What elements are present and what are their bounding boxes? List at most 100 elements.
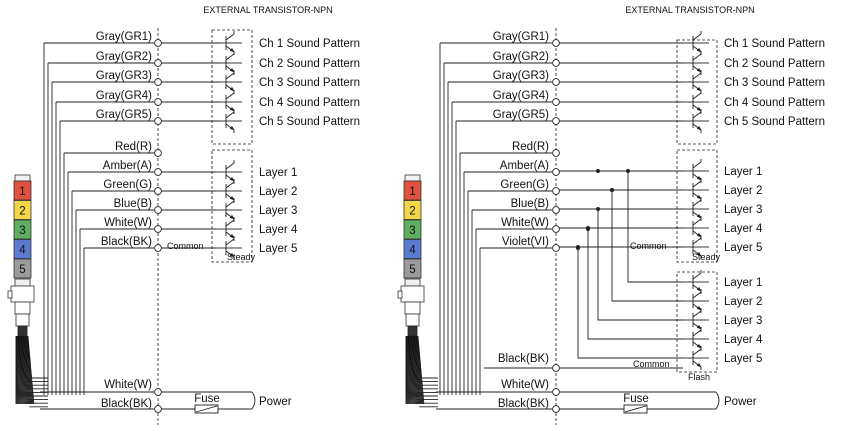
sound-pattern-label: Ch 3 Sound Pattern	[259, 77, 360, 89]
sound-transistor	[216, 31, 242, 55]
emitter-arrow	[696, 213, 702, 219]
cable-strand	[411, 335, 415, 405]
tower-base	[10, 285, 35, 303]
flash-branch-wire	[597, 209, 683, 321]
emitter-arrow	[696, 86, 702, 92]
emitter-arrow	[229, 86, 235, 92]
power-wire-label: Black(BK)	[101, 398, 152, 410]
tower-cable-gland	[407, 325, 418, 337]
emitter-arrow	[696, 232, 702, 238]
light-wire-terminal	[154, 225, 162, 233]
cable-strand	[407, 335, 410, 405]
sound-transistor	[683, 70, 709, 94]
emitter-arrow	[696, 175, 702, 181]
tower-tier-3	[13, 219, 32, 240]
junction-dot	[576, 246, 580, 250]
transistor-collector	[692, 291, 702, 299]
layer-label: Layer 3	[259, 205, 297, 217]
emitter-arrow	[696, 324, 702, 330]
tower-mount-lower	[15, 313, 30, 327]
layer-label: Layer 5	[259, 243, 297, 255]
sound-wire-terminal	[154, 98, 162, 106]
power-source-symbol	[715, 391, 720, 410]
emitter-arrow	[696, 106, 702, 112]
layer-transistor	[216, 160, 242, 184]
layer-transistor	[216, 236, 242, 260]
power-terminal	[154, 388, 162, 396]
sound-pattern-label: Ch 1 Sound Pattern	[259, 38, 360, 50]
emitter-arrow	[229, 214, 235, 220]
transistor-collector	[692, 53, 702, 61]
sound-wire-terminal	[552, 117, 560, 125]
steady-label: Steady	[227, 252, 256, 262]
flash-layer-label: Layer 1	[724, 277, 762, 289]
sound-pattern-label: Ch 4 Sound Pattern	[259, 97, 360, 109]
tower-tier-2	[403, 200, 422, 220]
tower-tier-label: 1	[409, 186, 415, 198]
tower-base-tab	[7, 290, 13, 299]
tower-tier-3	[403, 219, 422, 240]
cable-strand	[409, 335, 413, 405]
flash-transistor	[683, 308, 709, 332]
tower-cap	[404, 174, 421, 182]
diagram-title: EXTERNAL TRANSISTOR-NPN	[625, 5, 754, 15]
flash-branch-wire	[577, 247, 683, 359]
flash-layer-label: Layer 4	[724, 334, 763, 346]
tower-tier-1	[403, 180, 422, 201]
transistor-collector	[692, 111, 702, 119]
sound-transistor	[216, 70, 242, 94]
power-terminal	[552, 388, 560, 396]
flash-label: Flash	[688, 372, 710, 382]
common-steady-label: Common	[630, 241, 667, 251]
sound-transistor	[683, 31, 709, 55]
fuse-label: Fuse	[623, 393, 649, 405]
fuse-element	[624, 405, 647, 413]
sound-wire-label: Gray(GR5)	[493, 109, 549, 121]
light-wire-terminal	[552, 244, 560, 252]
cable-strand	[411, 335, 416, 405]
tower-tier-label: 4	[409, 245, 416, 257]
transistor-collector	[692, 329, 702, 337]
light-wire-terminal	[154, 168, 162, 176]
sound-wire-label: Gray(GR1)	[493, 31, 549, 43]
layer-transistor	[216, 198, 242, 222]
tower-tier-label: 5	[19, 264, 25, 276]
sound-transistor	[683, 90, 709, 114]
sound-wire-terminal	[154, 39, 162, 47]
emitter-arrow	[229, 233, 235, 239]
flash-branch-wire	[627, 171, 683, 283]
layer-label: Layer 4	[259, 224, 298, 236]
diagram-title: EXTERNAL TRANSISTOR-NPN	[203, 5, 332, 15]
emitter-arrow	[229, 67, 235, 73]
sound-pattern-label: Ch 5 Sound Pattern	[724, 116, 825, 128]
cable-bundle	[15, 335, 48, 408]
flash-transistor	[683, 270, 709, 294]
transistor-collector	[692, 72, 702, 80]
sound-wire-terminal	[552, 78, 560, 86]
emitter-arrow	[696, 47, 702, 53]
junction-dot	[610, 188, 614, 192]
layer-transistor	[216, 179, 242, 203]
sound-pattern-label: Ch 5 Sound Pattern	[259, 116, 360, 128]
sound-wire-label: Gray(GR2)	[493, 51, 549, 63]
transistor-collector	[692, 237, 702, 245]
tower-mount	[14, 301, 31, 315]
sound-transistor	[683, 109, 709, 133]
emitter-arrow	[696, 194, 702, 200]
flash-transistor	[683, 346, 709, 370]
transistor-collector	[225, 111, 235, 119]
transistor-collector	[225, 92, 235, 100]
emitter-arrow	[696, 286, 702, 292]
sound-wire-label: Gray(GR5)	[96, 109, 152, 121]
light-wire-terminal	[552, 225, 560, 233]
transistor-collector	[225, 238, 235, 246]
power-wire-label: White(W)	[501, 379, 549, 391]
cable-strand	[20, 335, 24, 405]
light-wire-terminal	[552, 206, 560, 214]
cable-bundle	[405, 335, 438, 408]
cable-strand	[17, 335, 20, 405]
cable-strand	[21, 335, 25, 405]
transistor-collector	[692, 348, 702, 356]
